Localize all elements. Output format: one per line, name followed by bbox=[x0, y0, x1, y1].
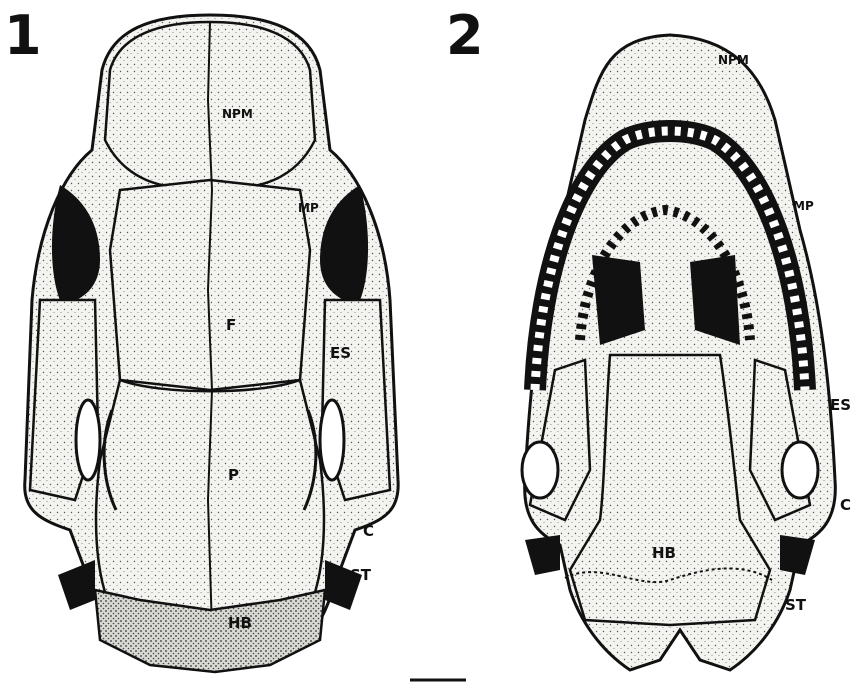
label-2-hb: HB bbox=[652, 544, 676, 562]
label-1-c: C bbox=[363, 522, 374, 540]
label-1-f: F bbox=[226, 316, 236, 334]
label-1-p: P bbox=[228, 466, 239, 484]
label-1-hb: HB bbox=[228, 614, 252, 632]
skull-2-left-st-process bbox=[525, 535, 560, 575]
label-2-mp: MP bbox=[793, 199, 814, 213]
skull-2-right-st-process bbox=[780, 535, 815, 575]
label-1-mp: MP bbox=[298, 201, 319, 215]
label-2-npm: NPM bbox=[718, 53, 749, 67]
skull-1-left-fenestra bbox=[76, 400, 100, 480]
panel-2-number: 2 bbox=[446, 4, 484, 67]
panel-1-number: 1 bbox=[4, 4, 42, 67]
skull-1-left-st-process bbox=[58, 560, 95, 610]
skull-2-left-fenestra bbox=[522, 442, 558, 498]
skull-1-right-fenestra bbox=[320, 400, 344, 480]
label-1-st: ST bbox=[350, 566, 372, 584]
label-2-c: C bbox=[840, 496, 851, 514]
skull-2-left-choana bbox=[592, 255, 645, 345]
panel-2-ventral-skull: 2 NPM MP ES C HB ST bbox=[446, 4, 851, 670]
skull-2-right-fenestra bbox=[782, 442, 818, 498]
label-1-npm: NPM bbox=[222, 107, 253, 121]
panel-1-dorsal-skull: 1 NPM MP F ES P C ST HB bbox=[4, 4, 398, 672]
label-2-st: ST bbox=[785, 596, 807, 614]
label-2-es: ES bbox=[830, 396, 851, 414]
label-1-es: ES bbox=[330, 344, 351, 362]
